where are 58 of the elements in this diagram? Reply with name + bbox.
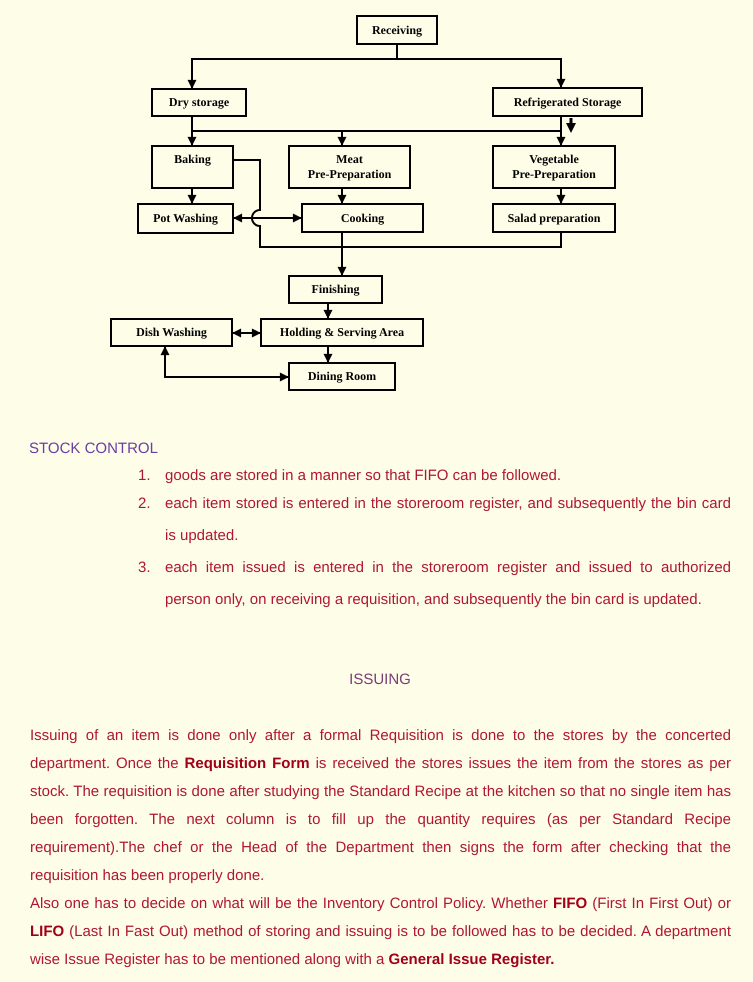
connector-line xyxy=(341,233,343,247)
list-number: 3. xyxy=(138,558,152,578)
box-label: Salad preparation xyxy=(508,210,600,226)
section-heading: ISSUING xyxy=(348,670,412,690)
process-box xyxy=(151,88,247,117)
box-label: Meat Pre-Preparation xyxy=(306,152,392,182)
box-label: Refrigerated Storage xyxy=(514,94,622,110)
process-box xyxy=(151,145,234,189)
arrow xyxy=(397,58,566,88)
arrow xyxy=(324,304,332,319)
box-label: Holding & Serving Area xyxy=(280,325,404,340)
connector-line xyxy=(234,159,342,248)
paragraph: Issuing of an item is done only after a formal Requisition is done to the stores by the concerted department. Once the Requisition Form is received the stores issues the item from the stores as per stock. The requisition is done after studying the Standard Recipe at the kitchen so that no single item has been forgotten. The next column is to fill up the quantity requires (as per Standard Recipe requirement).The chef or the Head of the Department then signs the form after checking that the requisition has been properly done. xyxy=(30,726,731,886)
process-box xyxy=(110,318,233,347)
box-label: Pot Washing xyxy=(153,211,218,226)
double-arrow xyxy=(232,328,261,338)
section-heading: STOCK CONTROL xyxy=(29,439,158,459)
process-box xyxy=(492,145,616,189)
arrow xyxy=(338,131,346,146)
arrow xyxy=(324,347,332,363)
process-box xyxy=(260,318,424,347)
box-label: Dish Washing xyxy=(136,325,207,340)
list-item-text: goods are stored in a manner so that FIFO can be followed. xyxy=(165,466,562,486)
arrow xyxy=(338,189,346,204)
process-box xyxy=(288,275,383,304)
process-box xyxy=(288,145,411,189)
connector-line xyxy=(192,130,342,132)
arrow xyxy=(188,189,196,204)
connector-line xyxy=(342,233,562,248)
double-arrow xyxy=(233,214,302,222)
process-box xyxy=(356,15,438,45)
box-label: Baking xyxy=(174,152,211,167)
process-box xyxy=(301,203,424,233)
process-box xyxy=(492,87,643,117)
connector-line xyxy=(560,117,562,131)
list-number: 2. xyxy=(138,494,152,514)
box-label: Receiving xyxy=(372,22,422,38)
process-box xyxy=(492,203,616,233)
arrow xyxy=(338,247,346,276)
list-number: 1. xyxy=(138,466,152,486)
box-label: Dining Room xyxy=(308,369,376,384)
arrow xyxy=(188,131,196,146)
double-arrow xyxy=(160,346,289,382)
process-box xyxy=(288,362,396,391)
connector-line xyxy=(396,45,398,59)
list-item-text: each item issued is entered in the storeroom register and issued to authorized person only, on receiving a requisition, and subsequently the bin card is updated. xyxy=(165,558,731,610)
box-label: Dry storage xyxy=(168,95,230,110)
box-label: Cooking xyxy=(340,210,384,226)
arrow xyxy=(556,189,566,204)
arrow xyxy=(556,131,566,146)
connector-line xyxy=(191,117,193,131)
box-label: Finishing xyxy=(311,282,360,297)
process-box xyxy=(137,203,234,234)
arrow xyxy=(188,58,397,89)
connector-line xyxy=(342,130,561,132)
list-item-text: each item stored is entered in the storeroom register, and subsequently the bin card is updated. xyxy=(165,494,731,546)
paragraph: Also one has to decide on what will be the Inventory Control Policy. Whether FIFO (First In First Out) or LIFO (Last In Fast Out) method of storing and issuing is to be followed has to be decided. A department wise Issue Register has to be mentioned along with a General Issue Register. xyxy=(30,894,731,970)
box-label: Vegetable Pre-Preparation xyxy=(511,152,597,182)
